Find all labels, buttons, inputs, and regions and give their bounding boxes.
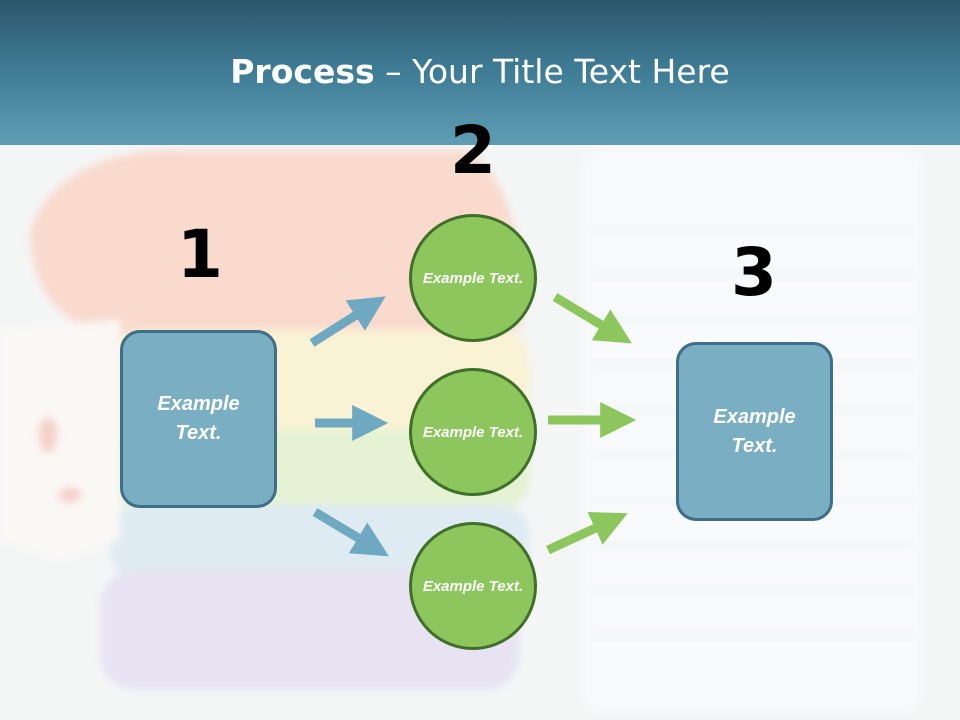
step-3-text: Example Text.	[713, 405, 796, 457]
arrow-1-to-2c	[312, 508, 389, 557]
title-bold: Process	[230, 52, 375, 91]
step-2-circle-bottom[interactable]: Example Text.	[409, 522, 537, 650]
title-rest: – Your Title Text Here	[374, 52, 730, 91]
slide-title: Process – Your Title Text Here	[0, 52, 960, 91]
arrow-2a-to-3	[552, 293, 632, 344]
circle-text: Example Text.	[422, 423, 524, 441]
circle-text: Example Text.	[422, 577, 524, 595]
step-number-1: 1	[177, 216, 223, 293]
arrow-1-to-2a	[309, 296, 386, 347]
step-2-circle-top[interactable]: Example Text.	[409, 214, 537, 342]
circle-text: Example Text.	[422, 269, 524, 287]
step-number-3: 3	[731, 234, 777, 311]
step-2-circle-middle[interactable]: Example Text.	[409, 368, 537, 496]
arrow-2c-to-3	[546, 511, 628, 555]
title-bar: Process – Your Title Text Here	[0, 0, 960, 145]
step-3-box[interactable]: Example Text.	[676, 342, 833, 521]
step-1-text: Example Text.	[157, 393, 240, 444]
step-1-box[interactable]: Example Text.	[120, 330, 277, 508]
step-number-2: 2	[450, 112, 496, 189]
